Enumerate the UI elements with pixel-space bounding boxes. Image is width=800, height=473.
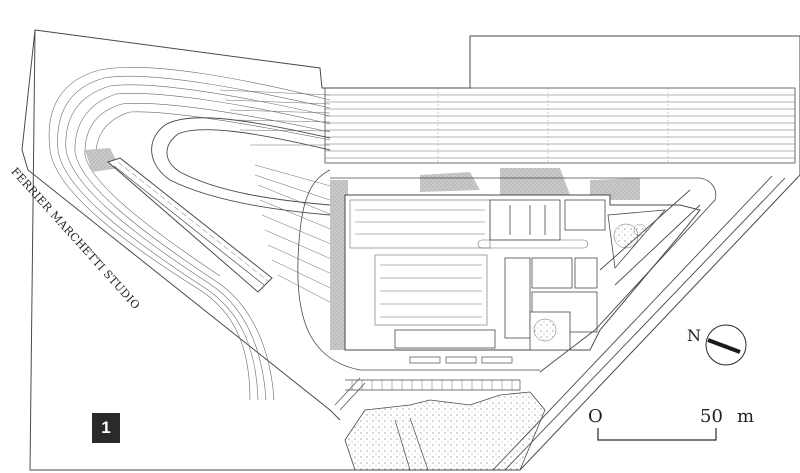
- scale-end-label: 50: [700, 406, 723, 427]
- workshop-bays: [349, 199, 589, 326]
- landscape-area: [344, 391, 546, 471]
- stabling-yard: [324, 87, 796, 164]
- diagonal-shed: [107, 157, 273, 293]
- west-boundary: [21, 29, 341, 421]
- parking-rows: [334, 356, 521, 411]
- site-boundary: [29, 29, 800, 471]
- north-label: N: [687, 326, 701, 345]
- figure-number-badge: 1: [92, 413, 120, 443]
- north-arrow-icon: [705, 324, 747, 366]
- perimeter-road: [297, 169, 540, 371]
- inner-loop-road-edge: [166, 129, 331, 206]
- inner-loop-road: [151, 117, 331, 216]
- rail-loop-tracks: [48, 67, 331, 401]
- scale-bar-line: [597, 428, 717, 441]
- service-rooms: [394, 199, 606, 349]
- canopy-shading: [85, 148, 640, 350]
- scale-start-label: O: [588, 406, 603, 427]
- landscape-walkway: [394, 417, 429, 471]
- forecourt-edge: [330, 177, 717, 201]
- scale-unit-label: m: [737, 406, 755, 427]
